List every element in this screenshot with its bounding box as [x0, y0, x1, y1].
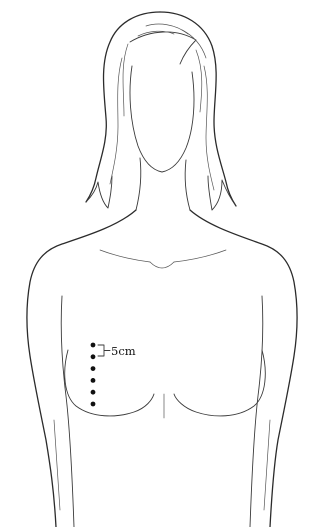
face-outline [130, 66, 194, 172]
marker-dot [91, 390, 96, 395]
marker-dot [91, 343, 96, 348]
marker-dot [91, 366, 96, 371]
spacing-annotation: 5cm [98, 344, 136, 358]
chest-outline [65, 350, 266, 418]
torso-outline [27, 210, 297, 527]
spacing-bracket [98, 345, 110, 356]
marker-dot [91, 354, 96, 359]
neck-outline [100, 158, 226, 268]
marker-dot [91, 378, 96, 383]
marker-dot-group [91, 343, 96, 407]
hair-outline [86, 12, 236, 210]
marker-dot [91, 402, 96, 407]
spacing-label: 5cm [111, 344, 136, 358]
